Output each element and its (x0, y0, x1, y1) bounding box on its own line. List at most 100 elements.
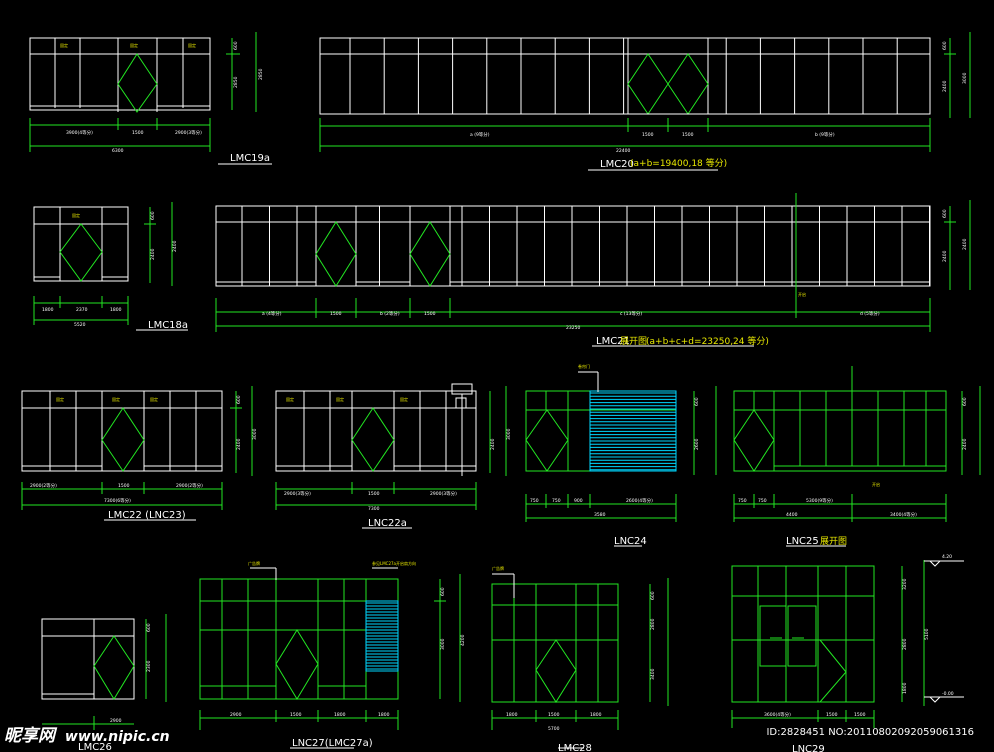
dim: 1800 (378, 712, 390, 718)
caption-lmc21-formula: (a+b+c+d=23250,24 等分) (646, 335, 769, 347)
label-open: 开启 (872, 481, 880, 487)
dim: 1500 (290, 712, 302, 718)
dim: 1500 (368, 491, 380, 497)
elevation-lmc24: 卷帘门 750 750 900 2600(4等分) 3580 600 2600 … (525, 363, 717, 547)
label-panel: 固定 (400, 396, 408, 402)
dim: 600 (440, 587, 446, 596)
caption-lmc28: LMC28 (558, 743, 592, 752)
elevation-lmc20: a (9等分) 1500 1500 b (9等分) 22400 600 2400… (319, 32, 971, 171)
label-panel: 固定 (56, 396, 64, 402)
dim: 1800 (506, 712, 518, 718)
caption-lmc25: LNC25 (786, 536, 819, 547)
caption-lmc22a: LNC22a (368, 518, 407, 529)
elevation-lmc25: 开启 750 750 5300(9等分) 4400 3400(4等分) 600 … (733, 366, 981, 547)
dim: 3000 (962, 72, 968, 84)
dim: 1500 (854, 712, 866, 718)
dim: 2800 (902, 638, 908, 650)
dim: 600 (650, 591, 656, 600)
label-panel: 固定 (286, 396, 294, 402)
dim: 22400 (616, 148, 630, 154)
dim: 600 (942, 41, 948, 50)
dim: 600 (233, 41, 239, 50)
caption-lmc27: LNC27(LMC27a) (292, 738, 373, 749)
dim: 1500 (682, 132, 694, 138)
elevation-lmc22a: 固定 固定 固定 2900(3等分) 1500 2900(3等分) 7300 2… (275, 383, 512, 529)
watermark-logo: 昵享网 www.nipic.cn (4, 721, 170, 746)
elevation-lmc29: 3600(4等分) 1500 1500 4.20 -0.00 3200 5100… (731, 554, 964, 752)
caption-lmc29: LNC29 (792, 744, 825, 752)
dim: a (9等分) (470, 131, 490, 138)
dim: 3000 (506, 428, 512, 440)
watermark-url: www.nipic.cn (64, 729, 170, 745)
label-panel: 固定 (188, 42, 196, 48)
label-panel: 固定 (60, 42, 68, 48)
caption-lmc21: LMC21 (596, 336, 630, 347)
dim: -0.00 (942, 691, 954, 697)
caption-lmc25-suffix: 展开图 (820, 536, 847, 547)
elevation-lmc21: 开启 a (4等分) 1500 b (2等分) 1500 c (13等分) d … (215, 193, 971, 347)
dim: 3600(4等分) (764, 711, 791, 718)
label-ad: 广告牌 (492, 565, 504, 571)
caption-lmc20-formula: (a+b=19400,18 等分) (630, 157, 727, 169)
label-ad: 广告牌 (248, 560, 260, 566)
dim: 600 (150, 211, 156, 220)
dim: 1800 (902, 682, 908, 694)
dim: 1500 (548, 712, 560, 718)
caption-lmc26: LMC26 (78, 742, 112, 752)
dim: 1800 (590, 712, 602, 718)
elevation-lmc19a: 固定 固定 固定 3900(4等分) 1500 2900(3等分) 6300 6… (29, 32, 272, 165)
label-shutter: 卷帘门 (578, 363, 590, 369)
label-panel: 固定 (336, 396, 344, 402)
watermark-id: ID:2828451 NO:20110802092059061316 (766, 727, 974, 738)
dim: 1800 (110, 307, 122, 313)
dim: 2900(2等分) (30, 482, 57, 489)
dim: 600 (236, 395, 242, 404)
dim: 1500 (330, 311, 342, 317)
dim: 1500 (424, 311, 436, 317)
dim: 600 (962, 397, 968, 406)
caption-lmc21-suffix: 展开图 (620, 336, 647, 347)
dim: 2850 (233, 76, 239, 88)
caption-lmc22: LMC22 (LNC23) (108, 510, 186, 521)
dim: 2400 (150, 248, 156, 260)
dim: 23250 (566, 325, 580, 331)
dim: 2400 (962, 238, 968, 250)
dim: 4.20 (942, 554, 952, 560)
dim: 5100 (924, 628, 930, 640)
elevation-lmc28: 广告牌 1800 1500 1800 5700 600 2800 3400 LM… (491, 565, 669, 752)
dim: 4400 (786, 512, 798, 518)
label-panel: 固定 (112, 396, 120, 402)
dim: 3900(4等分) (66, 129, 93, 136)
dim: 2900 (230, 712, 242, 718)
dim: 600 (694, 397, 700, 406)
dim: c (13等分) (620, 310, 642, 317)
dim: 3400 (650, 668, 656, 680)
dim: 3000 (252, 428, 258, 440)
dim: 600 (146, 623, 152, 632)
dim: b (9等分) (815, 131, 835, 138)
dim: 750 (758, 498, 767, 504)
dim: 7300(6等分) (104, 497, 131, 504)
dim: 1500 (132, 130, 144, 136)
dim: 5700 (548, 726, 560, 732)
dim: 750 (552, 498, 561, 504)
dim: 2900(3等分) (430, 490, 457, 497)
dim: 1500 (642, 132, 654, 138)
label-panel: 固定 (130, 42, 138, 48)
dim: 2900(3等分) (284, 490, 311, 497)
dim: 1500 (118, 483, 130, 489)
dim: 5300(9等分) (806, 497, 833, 504)
dim: 600 (942, 209, 948, 218)
dim: 2900(2等分) (176, 482, 203, 489)
elevation-lmc22: 固定 固定 固定 2900(2等分) 1500 2900(2等分) 7300(6… (21, 386, 258, 521)
label-panel: 固定 (72, 212, 80, 218)
elevation-lmc18a: 固定 1800 2370 1800 5520 600 2400 2400 LMC… (33, 202, 188, 331)
dim: 3200 (902, 578, 908, 590)
dim: 750 (530, 498, 539, 504)
label-panel: 固定 (150, 396, 158, 402)
caption-lmc24: LNC24 (614, 536, 647, 547)
caption-lmc19a: LMC19a (230, 153, 270, 164)
elevation-lmc26: 600 2300 2900 LMC26 (41, 614, 167, 752)
dim: 2800 (650, 618, 656, 630)
